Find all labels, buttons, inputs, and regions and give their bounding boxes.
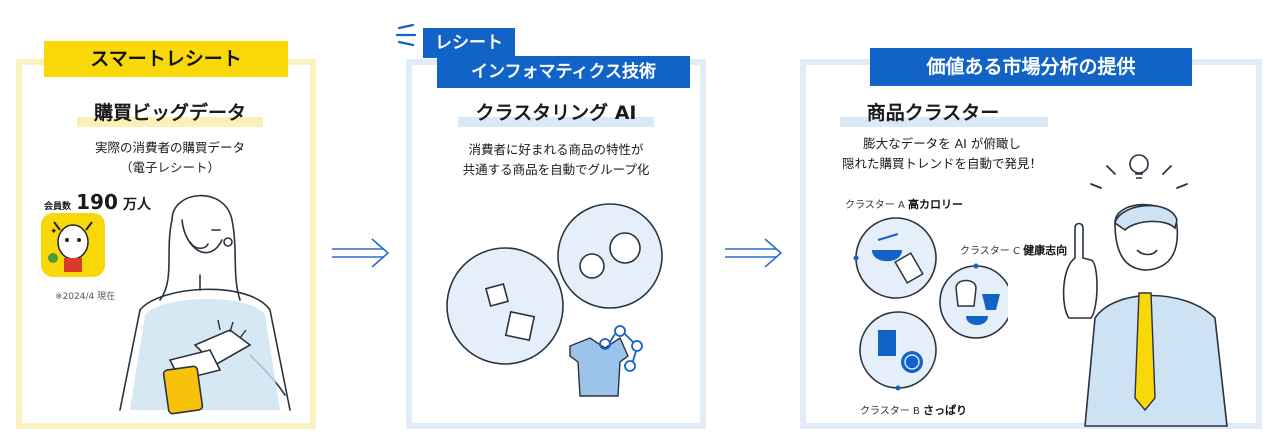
cluster-b-label: クラスター B さっぱり — [860, 404, 968, 417]
lemon-icon — [901, 351, 923, 373]
lightbulb-icon — [1129, 154, 1149, 179]
heading-product-cluster: 商品クラスター — [840, 98, 1048, 127]
desc-clustering: 消費者に好まれる商品の特性が 共通する商品を自動でグループ化 — [462, 142, 650, 177]
shirt-icon — [569, 336, 629, 397]
mascot-app-icon: ✦ — [41, 213, 105, 277]
chocolate-icon — [894, 252, 924, 284]
arrow-right-icon — [725, 238, 783, 268]
clustering-circles-illustration — [446, 203, 663, 397]
tag-market-analysis: 価値ある市場分析の提供 — [870, 48, 1192, 86]
cluster-a-label: クラスター A 高カロリー — [845, 198, 964, 211]
businessman-illustration — [1062, 154, 1228, 427]
desc-product-cluster: 膨大なデータを AI が俯瞰し 隠れた購買トレンドを自動で発見！ — [841, 136, 1042, 171]
phone-icon — [162, 365, 204, 415]
desc-big-data: 実際の消費者の購買データ （電子レシート） — [94, 140, 245, 175]
tag-smart-receipt: スマートレシート — [44, 41, 288, 77]
juice-icon — [878, 330, 896, 356]
spark-lines-icon — [395, 23, 417, 47]
heading-big-data: 購買ビッグデータ — [77, 98, 263, 127]
svg-text:✦: ✦ — [50, 227, 58, 237]
cluster-c-label: クラスター C 健康志向 — [960, 244, 1068, 257]
product-cluster-circles — [853, 217, 1008, 391]
salad-icon — [966, 316, 988, 325]
tag-receipt-informatics: インフォマティクス技術 — [437, 56, 690, 88]
yogurt-icon — [982, 294, 1000, 310]
shopper-woman-illustration — [119, 194, 291, 415]
ramen-icon — [872, 233, 902, 262]
member-count-badge: 会員数 190 万人 ※ — [44, 190, 151, 231]
arrow-right-icon — [332, 238, 390, 268]
member-note: ※2024/4 現在 — [55, 292, 116, 302]
tag-receipt: レシート — [423, 28, 515, 58]
bread-icon — [955, 279, 977, 307]
heading-clustering-ai: クラスタリング AI — [458, 98, 654, 127]
